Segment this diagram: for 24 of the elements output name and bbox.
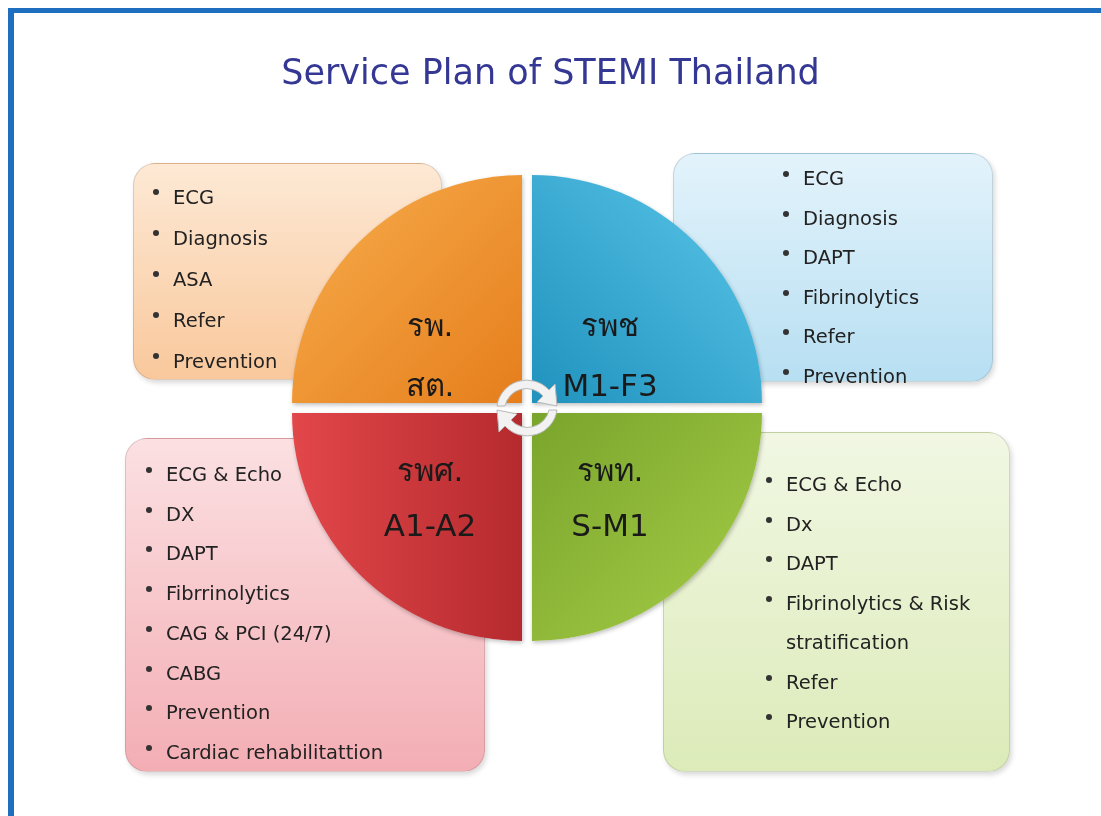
list-item: Refer xyxy=(781,317,981,357)
list-item: Dx xyxy=(764,504,996,544)
quadrant-label: S-M1 xyxy=(570,506,650,545)
list-item: Diagnosis xyxy=(781,198,981,238)
list-item: Prevention xyxy=(144,693,444,733)
list-item: DAPT xyxy=(764,544,996,584)
list-item: CABG xyxy=(144,653,444,694)
quadrant-label: M1-F3 xyxy=(561,366,659,405)
list-item: DAPT xyxy=(781,238,981,278)
quadrant-label: A1-A2 xyxy=(382,506,478,545)
list-box xyxy=(663,432,1010,772)
list-item: Cardiac rehabilitattion xyxy=(144,732,444,773)
quadrant-label: รพ. สต. xyxy=(404,306,456,405)
list-item: Prevention xyxy=(764,702,996,742)
quadrant-label: รพศ. xyxy=(395,451,465,490)
quadrant-label: รพช xyxy=(580,306,640,345)
list-item: Refer xyxy=(764,662,996,702)
list-item: ECG & Echo xyxy=(764,465,996,505)
list-item: Prevention xyxy=(781,356,981,396)
list-item: ECG xyxy=(781,159,981,199)
list-item: Fibrinolytics & Risk stratification xyxy=(764,583,996,663)
list-item: Fibrinolytics xyxy=(781,277,981,317)
title: Service Plan of STEMI Thailand xyxy=(280,52,821,92)
quadrant-label: รพท. xyxy=(575,451,645,490)
